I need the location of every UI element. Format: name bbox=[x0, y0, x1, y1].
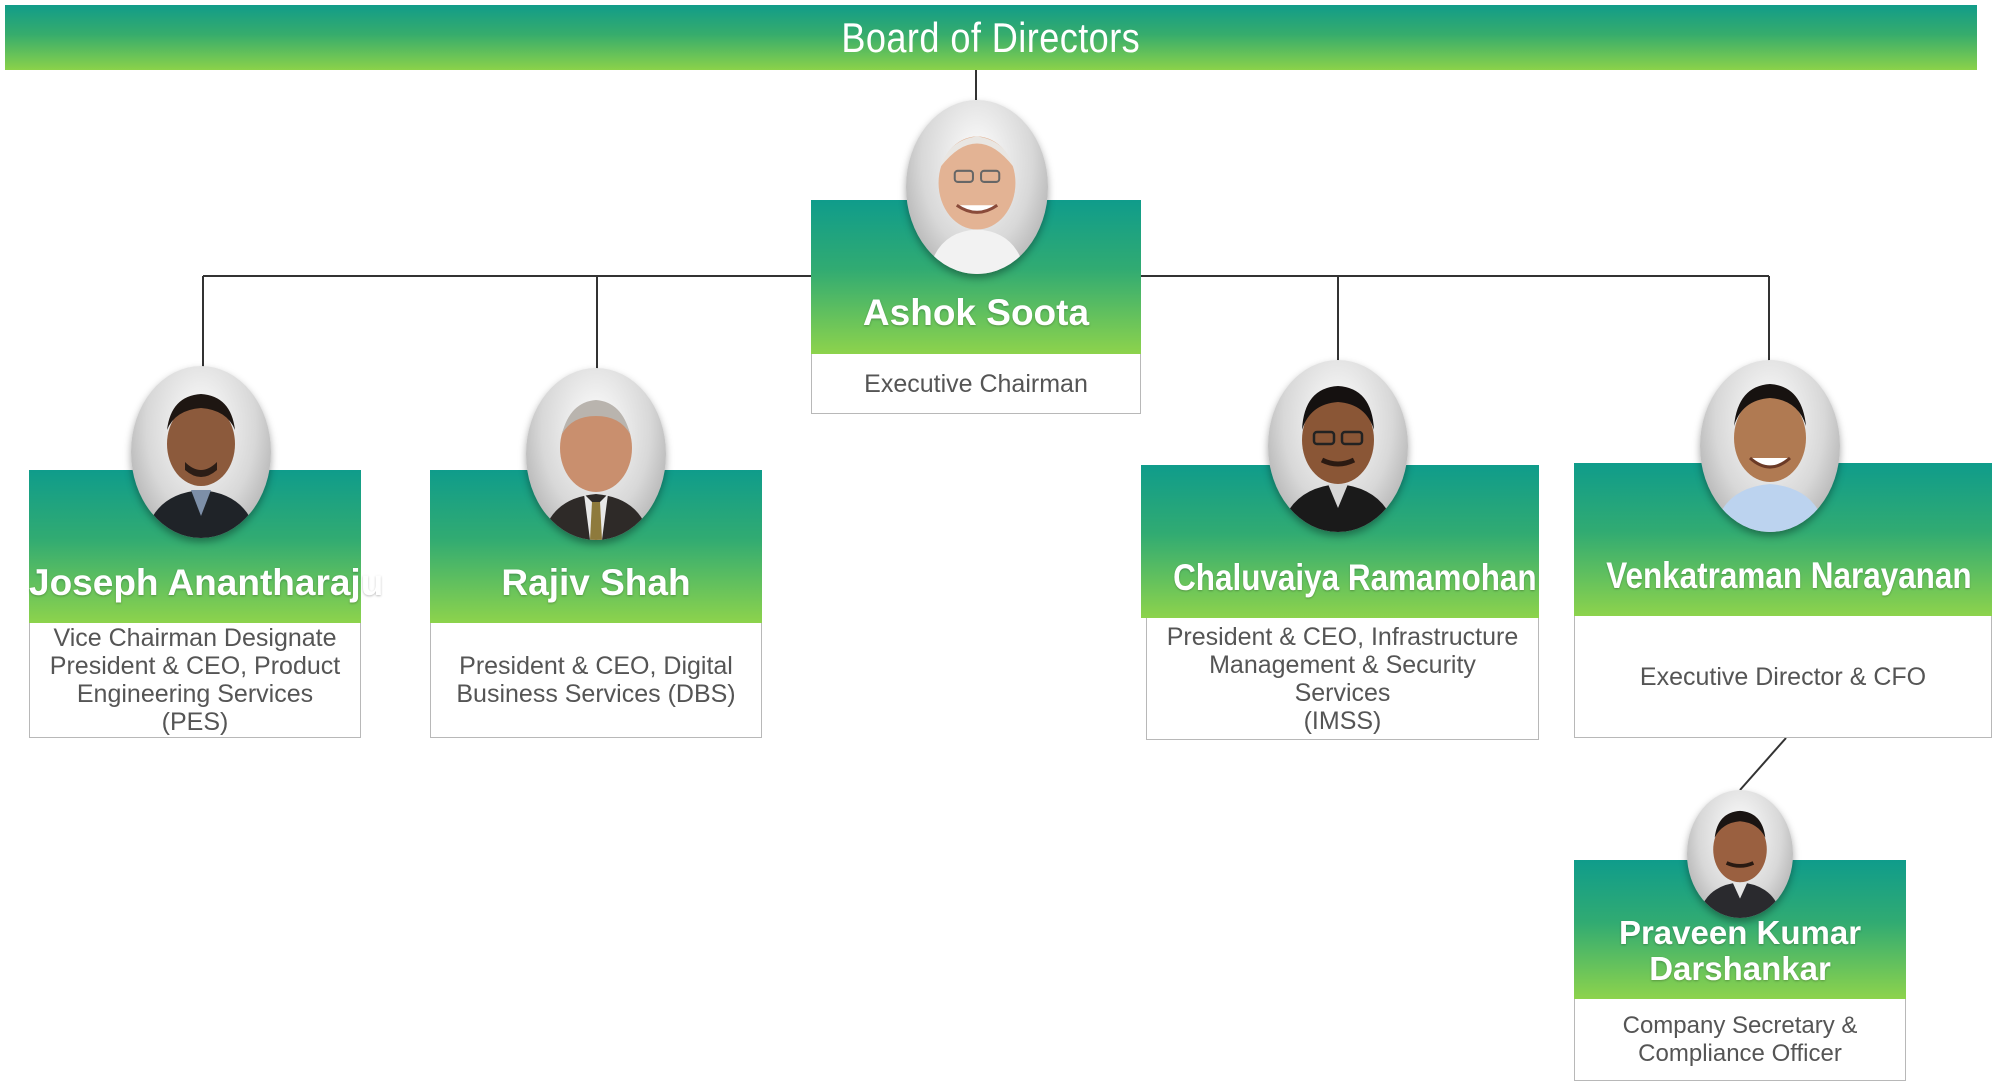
person-portrait-icon bbox=[928, 136, 1026, 274]
director-name: Chaluvaiya Ramamohan bbox=[1141, 557, 1539, 599]
director-name-header: Chaluvaiya Ramamohan bbox=[1141, 465, 1539, 618]
page-title: Board of Directors bbox=[841, 13, 1141, 61]
secretary-card: Praveen Kumar Darshankar Company Secreta… bbox=[1574, 860, 1906, 1081]
director-role: President & CEO, Digital Business Servic… bbox=[430, 623, 762, 738]
chairman-card: Ashok Soota Executive Chairman bbox=[811, 200, 1141, 414]
secretary-role: Company Secretary & Compliance Officer bbox=[1574, 999, 1906, 1081]
director-name: Rajiv Shah bbox=[501, 562, 691, 603]
title-banner: Board of Directors bbox=[5, 5, 1977, 70]
person-portrait-icon bbox=[145, 394, 257, 538]
director-card: Rajiv Shah President & CEO, Digital Busi… bbox=[430, 470, 762, 738]
director-name: Joseph Anantharaju bbox=[29, 562, 384, 603]
person-portrait-icon bbox=[542, 400, 650, 540]
director-card: Chaluvaiya Ramamohan President & CEO, In… bbox=[1141, 465, 1539, 740]
secretary-name-header: Praveen Kumar Darshankar bbox=[1574, 860, 1906, 999]
director-avatar bbox=[131, 366, 271, 538]
director-avatar bbox=[1700, 360, 1840, 532]
chairman-name: Ashok Soota bbox=[862, 292, 1090, 333]
director-name: Venkatraman Narayanan bbox=[1574, 555, 1992, 597]
director-role: President & CEO, Infrastructure Manageme… bbox=[1146, 618, 1539, 740]
person-portrait-icon bbox=[1280, 386, 1396, 532]
secretary-name: Praveen Kumar Darshankar bbox=[1618, 914, 1862, 987]
director-avatar bbox=[526, 368, 666, 540]
chairman-role: Executive Chairman bbox=[811, 354, 1141, 414]
director-role: Executive Director & CFO bbox=[1574, 616, 1992, 738]
director-avatar bbox=[1268, 360, 1408, 532]
chairman-name-header: Ashok Soota bbox=[811, 200, 1141, 354]
chairman-avatar bbox=[906, 100, 1048, 274]
director-role: Vice Chairman Designate President & CEO,… bbox=[29, 623, 361, 738]
connector-venkatraman-praveen bbox=[1739, 737, 1787, 791]
secretary-avatar bbox=[1687, 790, 1793, 918]
person-portrait-icon bbox=[1698, 810, 1782, 918]
director-card: Joseph Anantharaju Vice Chairman Designa… bbox=[29, 470, 384, 738]
person-portrait-icon bbox=[1714, 384, 1826, 532]
director-name-text: Chaluvaiya Ramamohan bbox=[1173, 557, 1537, 598]
director-name-text: Venkatraman Narayanan bbox=[1606, 555, 1972, 596]
